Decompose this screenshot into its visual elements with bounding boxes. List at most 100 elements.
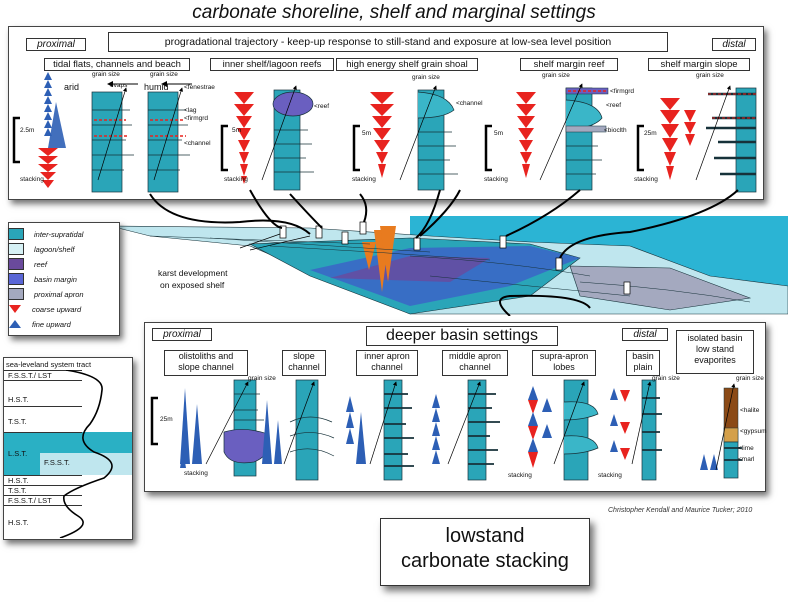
inner-shelf-log bbox=[220, 85, 314, 191]
legend-swatch-proximal-apron bbox=[8, 288, 24, 300]
legend-swatch-reef bbox=[8, 258, 24, 270]
facies-slope-channel-line2: channel bbox=[288, 362, 320, 372]
legend-swatch-lagoon-shelf bbox=[8, 243, 24, 255]
facies-isolated-line2: low stand bbox=[695, 344, 735, 354]
legend-label-basin-margin: basin margin bbox=[34, 274, 77, 284]
basin-stacking-2: stacking bbox=[508, 472, 532, 479]
shelf-proximal-label: proximal bbox=[26, 38, 86, 51]
tidal-triangles bbox=[38, 72, 66, 188]
tidal-columns bbox=[91, 81, 192, 193]
legend-row-reef: reef bbox=[8, 257, 47, 271]
facies-supra-apron-line2: lobes bbox=[553, 362, 575, 372]
grain-size-label-4: grain size bbox=[542, 72, 570, 79]
footer-line1: lowstand bbox=[445, 525, 525, 547]
firmgrd-label-2: <firmgrd bbox=[610, 88, 635, 95]
facies-isolated-line1: isolated basin bbox=[687, 333, 743, 343]
facies-isolated-line3: evaporites bbox=[694, 355, 736, 365]
tract-hst-mid: H.S.T. bbox=[4, 475, 82, 485]
marl-label: <marl bbox=[738, 456, 755, 463]
footer-box: lowstand carbonate stacking bbox=[380, 518, 590, 586]
tract-fsst-lst-bottom: F.S.S.T./ LST bbox=[4, 495, 82, 505]
facies-basin-plain-line1: basin bbox=[632, 351, 654, 361]
coarse-upward-icon bbox=[9, 305, 21, 313]
lag-label: <lag bbox=[184, 107, 197, 114]
grain-size-label-2: grain size bbox=[150, 71, 178, 78]
legend-box bbox=[8, 222, 120, 336]
halite-label: <halite bbox=[740, 407, 760, 414]
lime-label: <lime bbox=[738, 445, 754, 452]
legend-row-fine-upward: fine upward bbox=[8, 317, 71, 331]
tract-tst-mid: T.S.T. bbox=[4, 485, 82, 495]
legend-label-proximal-apron: proximal apron bbox=[34, 289, 84, 299]
footer-line2: carbonate stacking bbox=[401, 550, 569, 572]
scale-tidal: 2.5m bbox=[20, 127, 35, 134]
stacking-label-1: stacking bbox=[20, 176, 44, 183]
platform-cross-section bbox=[110, 189, 788, 316]
legend-label-coarse-upward: coarse upward bbox=[32, 304, 82, 314]
scale-margin-slope: 25m bbox=[644, 130, 657, 137]
facies-inner-apron-line2: channel bbox=[371, 362, 403, 372]
grain-shoal-log bbox=[352, 85, 458, 191]
basin-stacking-1: stacking bbox=[184, 470, 208, 477]
basin-scale-label: 25m bbox=[160, 416, 173, 423]
shelf-trajectory-label: progradational trajectory - keep-up resp… bbox=[108, 32, 668, 52]
scale-grain-shoal: 5m bbox=[362, 130, 372, 137]
reef-label-1: <reef bbox=[314, 103, 329, 110]
facies-slope-channel-line1: slope bbox=[293, 351, 315, 361]
humid-label: humid bbox=[144, 82, 169, 92]
legend-label-lagoon-shelf: lagoon/shelf bbox=[34, 244, 75, 254]
basin-grain-size-2: grain size bbox=[652, 375, 680, 382]
fenestrae-label: <fenestrae bbox=[184, 84, 215, 91]
legend-label-reef: reef bbox=[34, 259, 47, 269]
basin-grain-size-3: grain size bbox=[736, 375, 764, 382]
stacking-label-5: stacking bbox=[634, 176, 658, 183]
legend-row-inter-supratidal: inter-supratidal bbox=[8, 227, 83, 241]
evaps-label: evaps bbox=[110, 82, 128, 89]
credit-text: Christopher Kendall and Maurice Tucker; … bbox=[608, 507, 753, 514]
sea-level-title: sea-leveland system tract bbox=[6, 360, 92, 369]
grain-size-label-1: grain size bbox=[92, 71, 120, 78]
gypsum-label: <gypsum bbox=[740, 428, 767, 435]
sea-level-tracts: F.S.S.T./ LST H.S.T. T.S.T. L.S.T. F.S.S… bbox=[4, 370, 132, 538]
facies-olistoliths-line2: slope channel bbox=[178, 362, 234, 372]
legend-label-fine-upward: fine upward bbox=[32, 319, 71, 329]
grain-size-label-5: grain size bbox=[696, 72, 724, 79]
shelf-distal-label: distal bbox=[712, 38, 756, 51]
facies-basin-plain-line2: plain bbox=[633, 362, 653, 372]
tract-fsst-lst-top: F.S.S.T./ LST bbox=[4, 370, 82, 380]
basin-title: deeper basin settings bbox=[366, 326, 558, 346]
legend-row-proximal-apron: proximal apron bbox=[8, 287, 84, 301]
basin-logs-graphic bbox=[150, 379, 742, 481]
grain-size-label-3: grain size bbox=[412, 74, 440, 81]
tract-lst: L.S.T. bbox=[4, 432, 82, 475]
legend-row-lagoon-shelf: lagoon/shelf bbox=[8, 242, 74, 256]
margin-slope-log bbox=[636, 85, 757, 193]
tract-fsst: F.S.S.T. bbox=[44, 458, 70, 467]
fine-upward-icon bbox=[9, 320, 21, 328]
scale-margin-reef: 5m bbox=[494, 130, 504, 137]
tract-hst-top: H.S.T. bbox=[4, 380, 82, 406]
fsst-band bbox=[40, 453, 132, 475]
facies-margin-slope: shelf margin slope bbox=[648, 58, 750, 71]
basin-distal-label: distal bbox=[622, 328, 668, 341]
bioclth-label: <bioclth bbox=[604, 127, 627, 134]
margin-reef-log bbox=[484, 83, 609, 191]
stacking-label-3: stacking bbox=[352, 176, 376, 183]
arid-label: arid bbox=[64, 82, 80, 92]
legend-swatch-basin-margin bbox=[8, 273, 24, 285]
legend-row-coarse-upward: coarse upward bbox=[8, 302, 81, 316]
facies-inner-shelf: inner shelf/lagoon reefs bbox=[210, 58, 334, 71]
basin-stacking-3: stacking bbox=[598, 472, 622, 479]
facies-middle-apron-line1: middle apron bbox=[448, 351, 502, 361]
stacking-label-4: stacking bbox=[484, 176, 508, 183]
tract-tst-top: T.S.T. bbox=[4, 406, 82, 432]
reef-label-2: <reef bbox=[606, 102, 621, 109]
firmgrd-label-1: <firmgrd bbox=[184, 115, 209, 122]
legend-swatch-inter-supratidal bbox=[8, 228, 24, 240]
